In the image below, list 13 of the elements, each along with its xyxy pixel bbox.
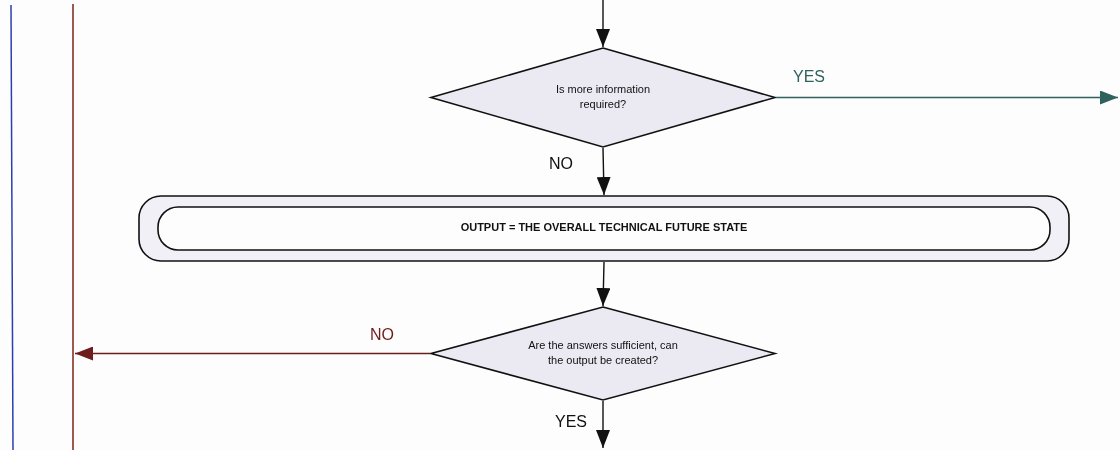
arrow (596, 400, 610, 449)
decision-diamond (430, 47, 776, 148)
decision-text: Is more information required? (554, 82, 652, 112)
decision-diamond (430, 306, 776, 401)
arrow (775, 90, 1119, 105)
arrow (596, 147, 611, 196)
arrow (596, 0, 610, 48)
output-box (138, 195, 1070, 262)
decision-text: Are the answers sufficient, can the output be created? (527, 338, 679, 368)
output-title: OUTPUT = THE OVERALL TECHNICAL FUTURE STATE (459, 220, 749, 235)
arrow (74, 346, 431, 361)
boundary-line (71, 4, 75, 450)
arrow (596, 261, 611, 307)
